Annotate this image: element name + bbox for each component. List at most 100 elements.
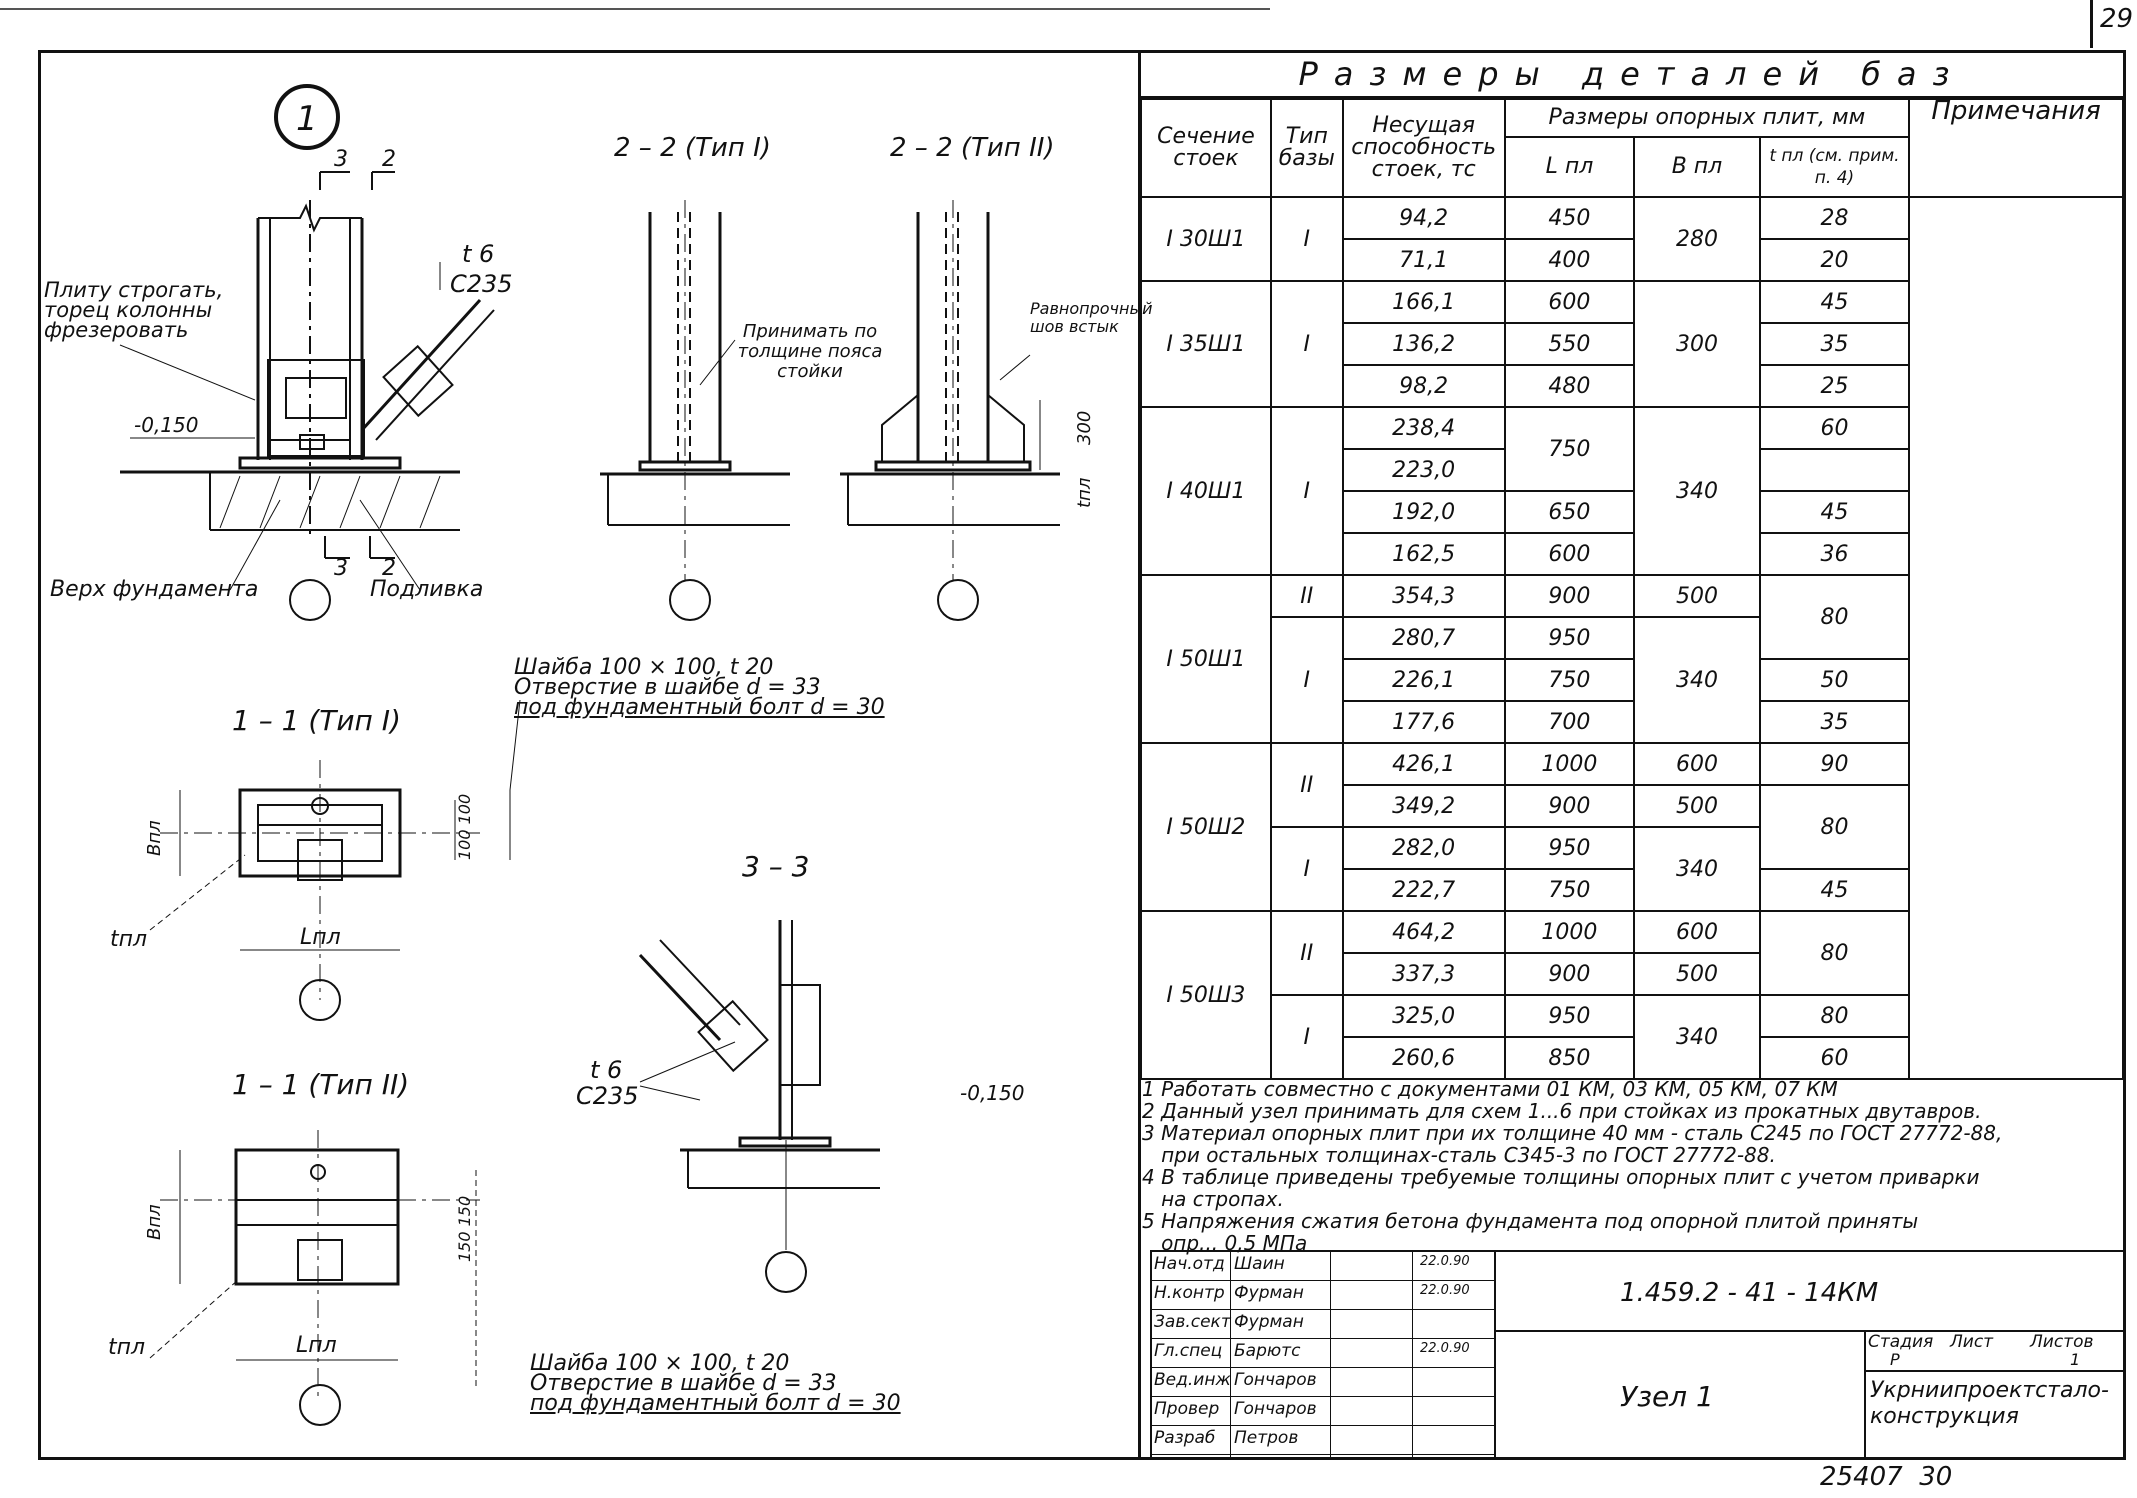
stamp-row-line xyxy=(1150,1367,1494,1368)
stamp-left-border xyxy=(1150,1250,1152,1458)
stamp-row-line xyxy=(1150,1454,1494,1455)
washer-note-2-line2: Отверстие в шайбе d = 33 xyxy=(530,1371,837,1396)
cell-section: I 50Ш2 xyxy=(1140,742,1272,912)
cell-plate-length: 550 xyxy=(1503,322,1636,366)
stamp-row-line xyxy=(1150,1309,1494,1310)
cell-capacity: 464,2 xyxy=(1341,910,1506,954)
cell-section: I 30Ш1 xyxy=(1140,196,1272,282)
note-line: 5 Напряжения сжатия бетона фундамента по… xyxy=(1142,1209,1919,1233)
stamp-title-divider xyxy=(1864,1330,1866,1458)
cell-plate-thickness: 60 xyxy=(1758,1036,1911,1080)
stamp-role: Н.контр xyxy=(1154,1283,1225,1303)
cell-plate-width: 280 xyxy=(1633,196,1761,282)
washer-note-1-line1: Шайба 100 × 100, t 20 xyxy=(514,655,774,680)
cell-plate-length: 900 xyxy=(1503,784,1636,828)
cell-section: I 40Ш1 xyxy=(1140,406,1272,576)
cell-plate-width: 300 xyxy=(1633,280,1761,408)
stamp-row-line xyxy=(1150,1338,1494,1339)
cell-section: I 50Ш3 xyxy=(1140,910,1272,1080)
cell-capacity: 349,2 xyxy=(1341,784,1506,828)
cell-plate-thickness: 20 xyxy=(1758,238,1911,282)
drawing-table-divider xyxy=(1138,50,1141,1460)
stamp-col-line xyxy=(1412,1250,1413,1458)
stamp-role: Нач.отд xyxy=(1154,1254,1225,1274)
stamp-date: 22.0.90 xyxy=(1420,1341,1470,1356)
stamp-sheet-label: Лист xyxy=(1950,1332,1994,1352)
stamp-name: Шаин xyxy=(1234,1254,1285,1274)
cell-plate-thickness: 35 xyxy=(1758,322,1911,366)
page-number-divider xyxy=(2090,0,2093,48)
note-line: опр... 0,5 МПа xyxy=(1142,1231,1308,1255)
cell-plate-width: 340 xyxy=(1633,406,1761,576)
cell-plate-length: 1000 xyxy=(1503,910,1636,954)
col-type-header: Тип базы xyxy=(1269,98,1344,198)
table-row: 223,0 xyxy=(1141,448,2123,492)
cell-plate-length: 900 xyxy=(1503,574,1636,618)
stamp-role: Провер xyxy=(1154,1399,1220,1419)
cell-capacity: 426,1 xyxy=(1341,742,1506,786)
stamp-org-line1: Укрниипроектстало- xyxy=(1870,1378,2109,1403)
title-block: 1.459.2 - 41 - 14КМ Узел 1 Стадия Лист Л… xyxy=(1150,1250,2124,1458)
cell-capacity: 325,0 xyxy=(1341,994,1506,1038)
cell-plate-length: 450 xyxy=(1503,196,1636,240)
stamp-name: Фурман xyxy=(1234,1312,1304,1332)
cell-base-type: I xyxy=(1269,196,1344,282)
stamp-name: Гончаров xyxy=(1234,1399,1317,1419)
cell-capacity: 337,3 xyxy=(1341,952,1506,996)
cell-plate-length: 600 xyxy=(1503,280,1636,324)
washer-note-2: Шайба 100 × 100, t 20 Отверстие в шайбе … xyxy=(530,1353,901,1415)
cell-plate-length: 950 xyxy=(1503,994,1636,1038)
cell-base-type: II xyxy=(1269,910,1344,996)
stamp-org: Укрниипроектстало- конструкция xyxy=(1870,1378,2109,1430)
stamp-role: Зав.сект xyxy=(1154,1312,1231,1332)
col-notes-header: Примечания xyxy=(1908,98,2124,198)
cell-plate-length: 950 xyxy=(1503,616,1636,660)
cell-plate-width: 500 xyxy=(1633,952,1761,996)
stamp-name: Барютс xyxy=(1234,1341,1301,1361)
cell-plate-length: 950 xyxy=(1503,826,1636,870)
stamp-code-divider xyxy=(1494,1330,2124,1332)
plate-note: Плиту строгать, торец колонны фрезероват… xyxy=(44,278,224,342)
col-section-header: Сечение стоек xyxy=(1140,98,1272,198)
cell-capacity: 260,6 xyxy=(1341,1036,1506,1080)
stamp-roles-divider xyxy=(1494,1250,1496,1458)
stamp-top-border xyxy=(1150,1250,2124,1252)
note-line: при остальных толщинах-сталь С345-3 по Г… xyxy=(1142,1143,1776,1167)
general-notes: 1 Работать совместно с документами 01 КМ… xyxy=(1142,1078,2002,1254)
stamp-col-line xyxy=(1330,1250,1331,1458)
cell-plate-length: 750 xyxy=(1503,868,1636,912)
accept-note: Принимать по толщине пояса стойки xyxy=(737,321,883,382)
stamp-sheets-label: Листов xyxy=(2030,1332,2094,1352)
cell-plate-length: 480 xyxy=(1503,364,1636,408)
cell-plate-thickness: 36 xyxy=(1758,532,1911,576)
stamp-role: Вед.инж xyxy=(1154,1370,1231,1390)
cell-base-type: I xyxy=(1269,994,1344,1080)
stamp-stage-divider xyxy=(1864,1370,2124,1372)
cell-base-type: I xyxy=(1269,616,1344,744)
top-rule xyxy=(0,8,1270,10)
note-line: на стропах. xyxy=(1142,1187,1284,1211)
col-b-header: B пл xyxy=(1633,136,1761,198)
stamp-role: Разраб xyxy=(1154,1428,1216,1448)
cell-plate-thickness: 80 xyxy=(1758,994,1911,1038)
stamp-sheets: 1 xyxy=(2070,1350,2081,1369)
cell-plate-thickness: 80 xyxy=(1758,910,1911,996)
cell-capacity: 280,7 xyxy=(1341,616,1506,660)
cell-capacity: 192,0 xyxy=(1341,490,1506,534)
cell-base-type: I xyxy=(1269,406,1344,576)
cell-capacity: 166,1 xyxy=(1341,280,1506,324)
note-line: 1 Работать совместно с документами 01 КМ… xyxy=(1142,1077,1838,1101)
cell-plate-length: 900 xyxy=(1503,952,1636,996)
stamp-date: 22.0.90 xyxy=(1420,1254,1470,1269)
note-line: 3 Материал опорных плит при их толщине 4… xyxy=(1142,1121,2003,1145)
washer-note-1-line2: Отверстие в шайбе d = 33 xyxy=(514,675,821,700)
cell-plate-thickness xyxy=(1758,448,1911,492)
